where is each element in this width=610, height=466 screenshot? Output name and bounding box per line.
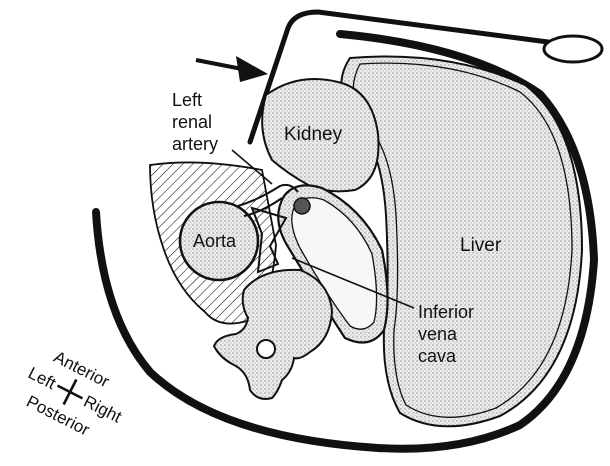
arrow-icon <box>196 56 268 82</box>
anterior-label: Anterior <box>51 347 113 391</box>
renal-vein-dot <box>294 198 310 214</box>
liver-label: Liver <box>460 235 502 256</box>
posterior-label: Posterior <box>23 392 93 440</box>
spinal-canal <box>257 340 275 358</box>
aorta-label: Aorta <box>193 231 237 251</box>
orientation-compass: Anterior Left Right Posterior <box>13 340 136 450</box>
left-label: Left <box>25 363 59 393</box>
ivc-label-line2: vena <box>418 324 458 344</box>
ivc-label-line1: Inferior <box>418 302 474 322</box>
kidney-label: Kidney <box>284 124 343 145</box>
renal-artery-label-line2: renal <box>172 112 212 132</box>
renal-artery-label-line3: artery <box>172 134 218 154</box>
renal-artery-label-line1: Left <box>172 90 202 110</box>
ivc-label-line3: cava <box>418 346 457 366</box>
probe-handle <box>544 36 602 62</box>
